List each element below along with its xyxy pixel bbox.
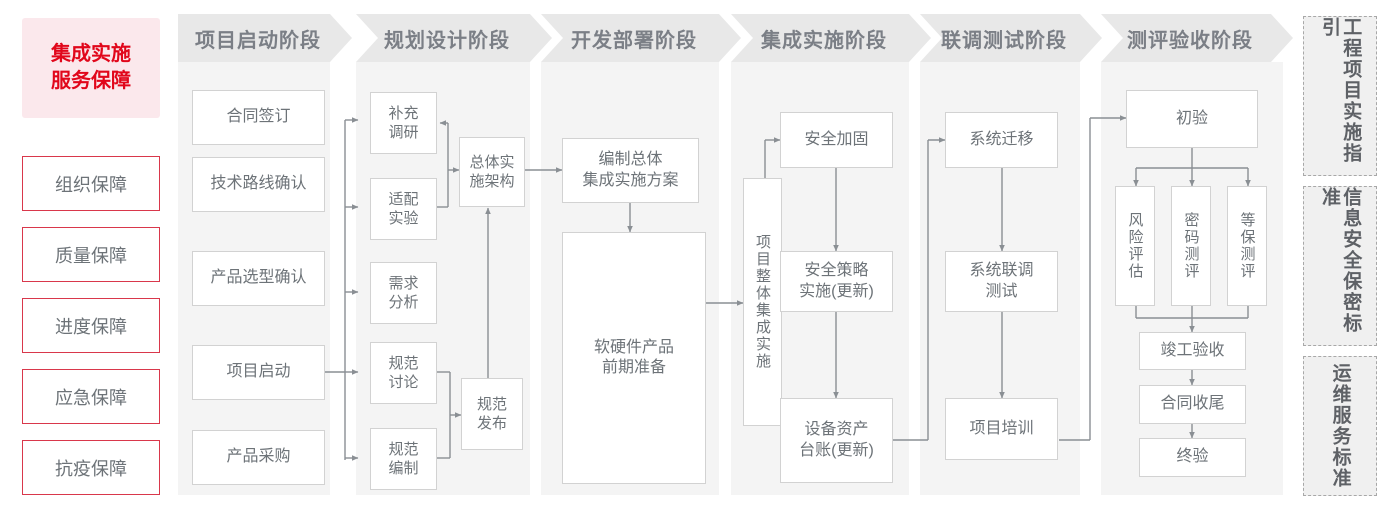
phase-header-label: 项目启动阶段 (195, 29, 321, 52)
node-equipment-asset-ledger[interactable]: 设备资产 台账(更新) (780, 398, 893, 483)
node-contract-signing[interactable]: 合同签订 (192, 90, 325, 145)
standard-label: 运维服务标准 (1329, 363, 1351, 489)
node-specification-discussion[interactable]: 规范 讨论 (370, 342, 437, 404)
node-adaptation-experiment[interactable]: 适配 实验 (370, 178, 437, 240)
phase-header-label: 规划设计阶段 (384, 29, 510, 52)
node-supplementary-research[interactable]: 补充 调研 (370, 92, 437, 154)
phase-header-integration: 集成实施阶段 (731, 14, 931, 62)
standard-information-security-confidentiality[interactable]: 信息安全保密标准 (1303, 186, 1377, 346)
phase-header-label: 测评验收阶段 (1127, 29, 1253, 52)
standard-engineering-project-guideline[interactable]: 工程项目实施指引 (1303, 16, 1377, 176)
node-system-migration[interactable]: 系统迁移 (945, 112, 1058, 168)
phase-header-label: 集成实施阶段 (761, 29, 887, 52)
node-product-selection-confirm[interactable]: 产品选型确认 (192, 251, 325, 306)
phase-header-label: 联调测试阶段 (941, 29, 1067, 52)
phase-header-jointtest: 联调测试阶段 (920, 14, 1102, 62)
node-overall-project-integration[interactable]: 项目整体集成实施 (743, 178, 782, 426)
guarantee-item-organization[interactable]: 组织保障 (22, 156, 160, 211)
node-cryptography-evaluation[interactable]: 密码测评 (1171, 186, 1211, 306)
guarantee-item-quality[interactable]: 质量保障 (22, 227, 160, 282)
node-requirement-analysis[interactable]: 需求 分析 (370, 262, 437, 324)
phase-header-label: 开发部署阶段 (571, 29, 697, 52)
lead-title-box: 集成实施 服务保障 (22, 18, 160, 118)
phase-header-startup: 项目启动阶段 (178, 14, 352, 62)
standard-operation-maintenance-service[interactable]: 运维服务标准 (1303, 356, 1377, 496)
node-project-training[interactable]: 项目培训 (945, 398, 1058, 460)
standard-label: 信息安全保密标准 (1319, 187, 1362, 334)
guarantee-item-epidemic[interactable]: 抗疫保障 (22, 440, 160, 495)
node-overall-integration-plan-doc[interactable]: 编制总体 集成实施方案 (562, 138, 699, 203)
node-risk-assessment[interactable]: 风险评估 (1115, 186, 1155, 306)
node-final-acceptance[interactable]: 终验 (1139, 438, 1246, 477)
node-technical-route-confirm[interactable]: 技术路线确认 (192, 157, 325, 212)
phase-header-planning: 规划设计阶段 (356, 14, 552, 62)
node-specification-release[interactable]: 规范 发布 (461, 378, 523, 450)
phase-header-acceptance: 测评验收阶段 (1101, 14, 1293, 62)
node-security-hardening[interactable]: 安全加固 (780, 112, 893, 168)
node-product-procurement[interactable]: 产品采购 (192, 430, 325, 485)
node-project-kickoff[interactable]: 项目启动 (192, 345, 325, 400)
node-completion-acceptance[interactable]: 竣工验收 (1139, 332, 1246, 370)
node-specification-drafting[interactable]: 规范 编制 (370, 428, 437, 490)
node-contract-closeout[interactable]: 合同收尾 (1139, 385, 1246, 424)
standard-label: 工程项目实施指引 (1319, 17, 1362, 164)
node-system-joint-debug-test[interactable]: 系统联调 测试 (945, 251, 1058, 312)
phase-header-development: 开发部署阶段 (541, 14, 741, 62)
node-hardware-software-preparation[interactable]: 软硬件产品 前期准备 (562, 232, 706, 484)
guarantee-item-emergency[interactable]: 应急保障 (22, 369, 160, 424)
node-mlps-evaluation[interactable]: 等保测评 (1227, 186, 1267, 306)
node-preliminary-acceptance[interactable]: 初验 (1126, 90, 1258, 148)
node-security-policy-implementation[interactable]: 安全策略 实施(更新) (780, 251, 893, 312)
node-overall-implementation-architecture[interactable]: 总体实 施架构 (459, 137, 525, 207)
guarantee-item-schedule[interactable]: 进度保障 (22, 298, 160, 353)
